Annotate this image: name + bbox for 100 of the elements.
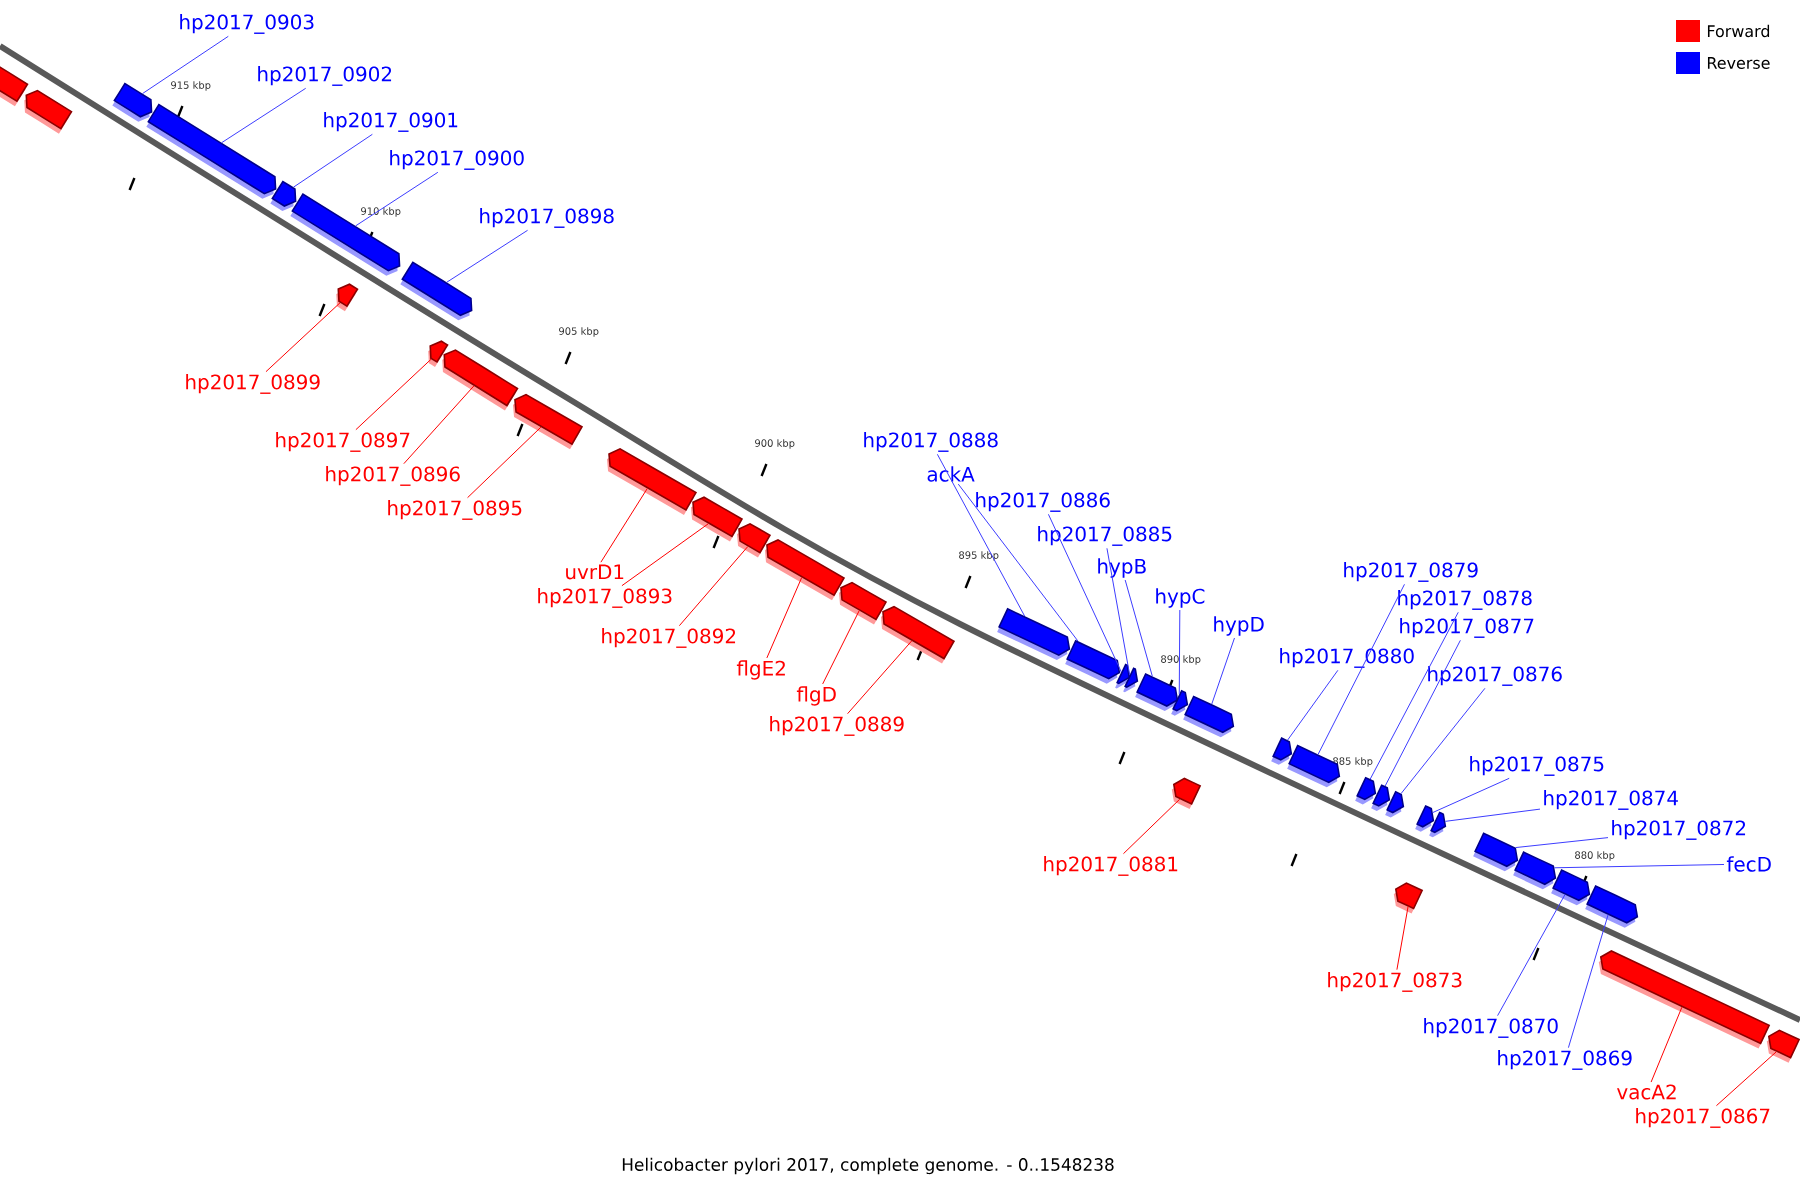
leader-line <box>403 385 475 465</box>
gene-block <box>1393 882 1424 914</box>
leader-line <box>1106 547 1131 676</box>
gene-label: hp2017_0898 <box>480 208 614 228</box>
gene-block <box>1551 869 1591 906</box>
leader-line <box>600 488 648 563</box>
leader-line <box>446 229 529 283</box>
leader-line <box>957 483 1079 642</box>
leader-line <box>1369 611 1459 780</box>
gene-label: hp2017_0896 <box>326 466 460 486</box>
leader-line <box>292 133 373 188</box>
caption: Helicobacter pylori 2017, complete genome. - 0..1548238 <box>622 1157 1114 1175</box>
gene-label: flgE2 <box>736 660 785 680</box>
gene-label: hp2017_0869 <box>1498 1050 1632 1070</box>
gene-block <box>512 393 584 450</box>
gene-label: hypD <box>1214 616 1264 636</box>
gene-label: flgD <box>796 686 836 706</box>
leader-line <box>265 302 341 373</box>
leader-line <box>1553 864 1725 869</box>
leader-line <box>1122 798 1181 855</box>
gene-label: vacA2 <box>1617 1084 1676 1100</box>
gene-block <box>1183 695 1235 738</box>
gene-label: hp2017_0879 <box>1344 562 1478 582</box>
gene-block <box>24 89 73 134</box>
gene-label: ackA <box>927 466 975 482</box>
leader-line <box>1515 837 1609 849</box>
leader-line <box>1178 609 1181 695</box>
gene-block <box>880 605 956 664</box>
leader-line <box>1650 1006 1683 1083</box>
gene-label: hp2017_0901 <box>324 112 458 132</box>
leader-line <box>355 358 432 431</box>
gene-label: hp2017_0867 <box>1636 1108 1770 1128</box>
gene-block <box>1598 950 1771 1049</box>
gene-label: hp2017_0895 <box>388 500 522 520</box>
gene-block <box>270 180 297 212</box>
leader-line <box>1287 669 1339 741</box>
gene-label: hypC <box>1156 588 1205 608</box>
gene-label: hp2017_0900 <box>390 150 524 170</box>
gene-block <box>1766 1029 1800 1063</box>
gene-block <box>1123 667 1139 693</box>
leader-line <box>1400 687 1486 794</box>
gene-block <box>1355 776 1377 805</box>
gene-label: hp2017_0877 <box>1400 618 1534 638</box>
gene-block <box>838 581 888 625</box>
gene-label: hp2017_0903 <box>180 14 314 34</box>
gene-block <box>1271 737 1293 765</box>
gene-label: hypB <box>1098 558 1146 578</box>
gene-label: hp2017_0899 <box>186 374 320 394</box>
gene-label: hp2017_0875 <box>1470 756 1604 776</box>
leader-line <box>1497 894 1566 1017</box>
leader-line <box>221 87 307 144</box>
gene-label: hp2017_0886 <box>976 492 1110 512</box>
gene-block <box>690 496 744 542</box>
gene-label: hp2017_0888 <box>864 432 998 452</box>
leader-line <box>467 426 542 499</box>
leader-line <box>1384 639 1461 787</box>
gene-label: hp2017_0892 <box>602 628 736 648</box>
gene-label: uvrD1 <box>566 564 624 580</box>
gene-label: hp2017_0885 <box>1038 526 1172 546</box>
gene-label: hp2017_0876 <box>1428 666 1562 686</box>
leader-line <box>1715 1051 1777 1107</box>
leader-line <box>1124 579 1153 677</box>
gene-block <box>112 82 153 122</box>
gene-label: hp2017_0881 <box>1044 856 1178 876</box>
gene-block <box>1513 851 1557 890</box>
gene-block <box>146 103 277 199</box>
leader-line <box>1444 808 1541 822</box>
gene-block <box>400 261 473 321</box>
leader-line <box>1211 637 1235 705</box>
gene-block <box>290 193 401 276</box>
leader-line <box>1432 777 1510 814</box>
gene-block <box>764 539 846 601</box>
gene-label: hp2017_0874 <box>1544 790 1678 810</box>
leader-line <box>142 35 229 95</box>
gene-block <box>1473 832 1519 872</box>
leader-line <box>1047 513 1122 673</box>
leader-line <box>678 546 749 627</box>
gene-label: hp2017_0880 <box>1280 648 1414 668</box>
gene-label: hp2017_0872 <box>1612 820 1746 840</box>
leader-line <box>1317 583 1405 755</box>
leader-line <box>936 453 1026 617</box>
gene-label: hp2017_0897 <box>276 432 410 452</box>
leader-line <box>822 610 860 685</box>
gene-block <box>336 283 359 312</box>
gene-block <box>1371 784 1391 811</box>
gene-block <box>442 349 519 411</box>
gene-label: hp2017_0902 <box>258 66 392 86</box>
leader-line <box>1396 905 1409 971</box>
gene-label: hp2017_0870 <box>1424 1018 1558 1038</box>
gene-block <box>1429 811 1447 838</box>
leader-line <box>847 640 913 715</box>
leader-line <box>355 171 439 227</box>
gene-block <box>0 62 29 107</box>
gene-label: hp2017_0893 <box>538 588 672 608</box>
leader-line <box>621 523 709 587</box>
gene-label: hp2017_0873 <box>1328 972 1462 992</box>
gene-label: hp2017_0878 <box>1398 590 1532 610</box>
leader-line <box>766 577 803 659</box>
leader-line <box>1567 914 1609 1049</box>
gene-label: fecD <box>1726 856 1771 872</box>
